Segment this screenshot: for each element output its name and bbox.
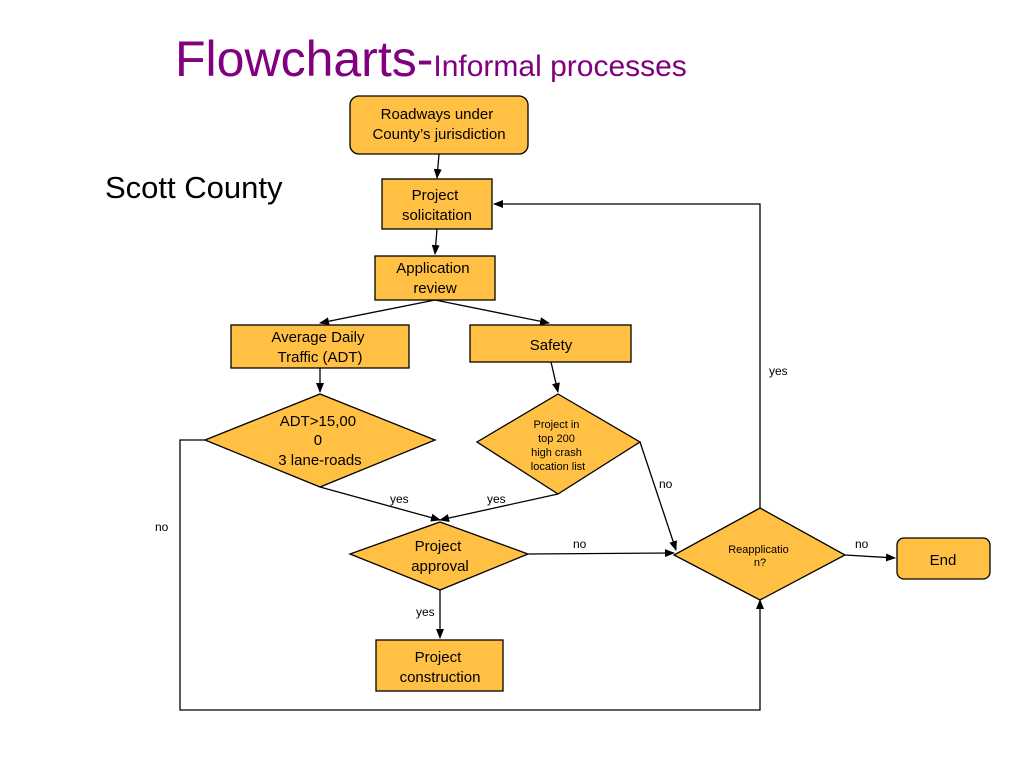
node-adt [230,324,410,369]
edge-approval-no [527,549,675,558]
node-approval-line-1: Project [415,538,463,555]
node-labels: Roadways under County’s jurisdiction Pro… [271,106,956,686]
edge-crash-no [639,441,677,551]
edge-reapp-no [844,553,896,562]
node-reapplication-line-1: Reapplicatio [728,544,789,556]
node-approval-label: Project approval [411,538,469,575]
node-end-line-1: End [930,552,957,569]
node-approval-line-2: approval [411,558,469,575]
node-crash-decision [475,393,642,495]
edge-review-adt [319,299,436,326]
edge-reapp-yes [493,200,761,508]
node-adt-decision-line-3: 3 lane-roads [278,452,361,469]
node-crash-decision-label: Project in top 200 high crash location l… [531,419,585,473]
title-main: Flowcharts- [175,31,434,87]
node-solicitation-line-1: Project [412,187,460,204]
edge-review-safety [434,299,550,326]
node-safety-label: Safety [530,337,573,354]
node-roadways-label: Roadways under County’s jurisdiction [372,106,505,143]
node-approval [348,521,530,591]
node-crash-decision-line-4: location list [531,461,585,473]
node-end-label: End [930,552,957,569]
node-construction-line-1: Project [415,649,463,666]
node-adt-label: Average Daily Traffic (ADT) [271,329,368,366]
edge-crash-yes [439,493,559,522]
node-review-line-1: Application [396,260,469,277]
edge-label-adt-no: no [155,520,169,534]
node-construction-label: Project construction [400,649,481,686]
connectors [179,153,896,711]
edge-label-crash-no: no [659,477,673,491]
node-construction-line-2: construction [400,669,481,686]
edge-safety-decision [550,361,560,393]
node-reapplication-line-2: n? [754,557,766,569]
edge-label-approval-yes: yes [416,605,435,619]
edge-adt-yes [319,486,441,522]
edge-label-crash-yes: yes [487,492,506,506]
node-adt-decision-label: ADT>15,00 0 3 lane-roads [278,413,361,469]
edge-label-approval-no: no [573,537,587,551]
node-reapplication-label: Reapplicatio n? [728,544,792,569]
node-reapplication [672,507,847,601]
title-sub: Informal processes [433,50,687,83]
edge-solicitation-review [431,228,440,255]
node-adt-decision [203,393,437,488]
node-roadways-line-1: Roadways under [381,106,494,123]
edge-label-reapp-no: no [855,537,869,551]
node-roadways [349,95,529,155]
edge-roadways-solicitation [433,153,442,179]
node-safety-line-1: Safety [530,337,573,354]
node-adt-line-1: Average Daily [271,329,365,346]
node-solicitation-line-2: solicitation [402,207,472,224]
edge-adt-no [179,439,764,711]
node-adt-decision-line-2: 0 [314,432,322,449]
county-name: Scott County [105,170,283,205]
edge-labels: yes yes no no no yes yes no [155,364,869,619]
node-review-line-2: review [413,280,457,297]
node-roadways-line-2: County’s jurisdiction [372,126,505,143]
node-crash-decision-line-2: top 200 [538,433,575,445]
edge-label-reapp-yes: yes [769,364,788,378]
node-review [374,255,496,301]
page-title: Flowcharts-Informal processes [175,30,935,88]
node-solicitation-label: Project solicitation [402,187,472,224]
edge-label-adt-yes: yes [390,492,409,506]
node-safety [469,324,632,363]
node-crash-decision-line-1: Project in [534,419,580,431]
nodes [203,95,991,692]
node-adt-line-2: Traffic (ADT) [278,349,363,366]
node-construction [375,639,504,692]
node-solicitation [381,178,493,230]
node-review-label: Application review [396,260,474,297]
node-crash-decision-line-3: high crash [531,447,582,459]
node-end [896,537,991,580]
node-adt-decision-line-1: ADT>15,00 [280,413,356,430]
